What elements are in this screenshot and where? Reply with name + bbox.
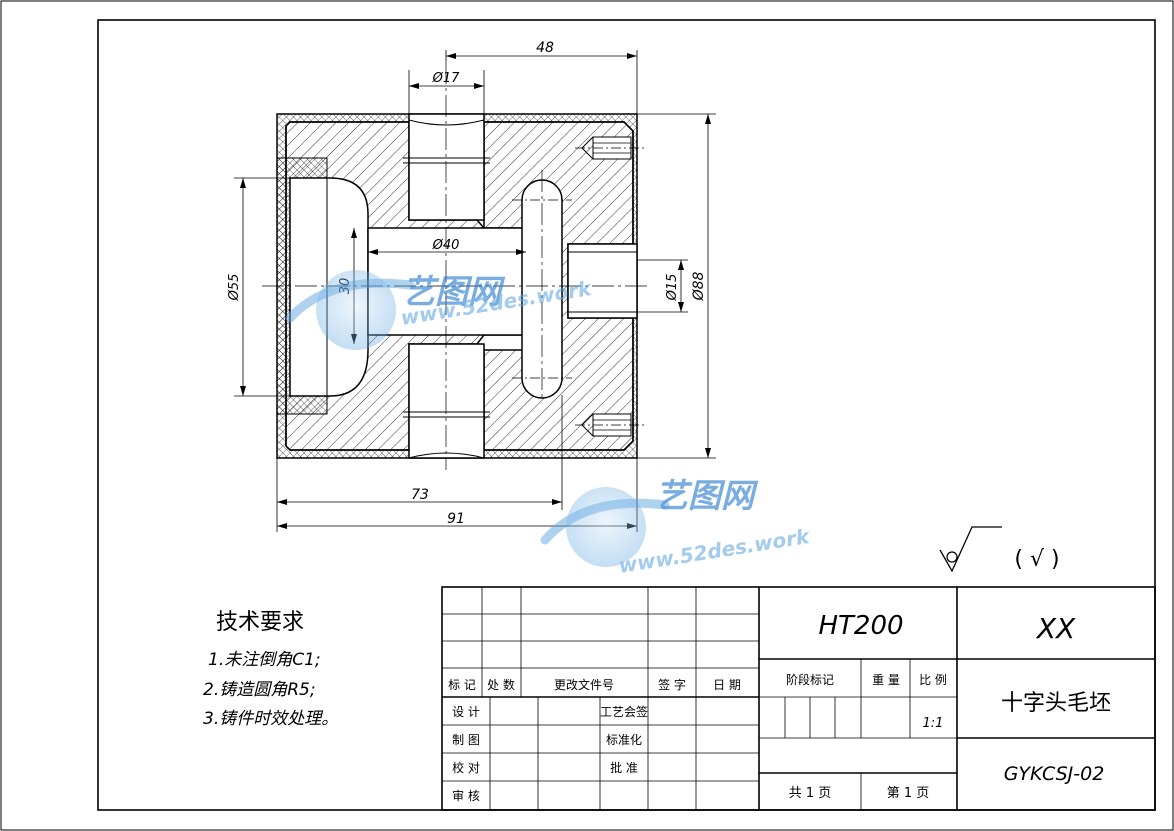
material: HT200 [818,611,903,641]
title-block: 标 记 处 数 更改文件号 签 字 日 期 设 计 工艺会签 制 图 标准化 校… [441,586,1156,811]
watermark-2: 艺图网 www.52des.work [540,476,812,578]
dim-d55: Ø55 [227,274,242,302]
svg-text:重 量: 重 量 [872,673,900,687]
tech-requirements: 技术要求 1.未注倒角C1; 2.铸造圆角R5; 3.铸件时效处理。 [203,610,338,729]
svg-text:审 核: 审 核 [452,788,480,803]
company: XX [1035,612,1076,645]
svg-text:标 记: 标 记 [448,678,476,692]
watermark-url: www.52des.work [617,524,812,578]
svg-text:更改文件号: 更改文件号 [554,677,614,692]
dim-d15: Ø15 [665,274,680,302]
drawing-number: GYKCSJ-02 [1004,763,1105,785]
dim-48: 48 [536,40,554,56]
scale-value: 1:1 [923,716,944,731]
watermark-logo-text: 艺图网 [655,476,759,515]
svg-text:制 图: 制 图 [452,733,480,747]
dim-d88: Ø88 [691,271,707,301]
svg-text:标准化: 标准化 [606,733,642,747]
part-section-view [262,62,650,470]
svg-text:批 准: 批 准 [610,760,638,775]
roughness-note: ( √ ) [1014,547,1059,572]
dim-d17: Ø17 [432,71,461,86]
svg-text:阶段标记: 阶段标记 [786,672,834,687]
tech-req-item: 3.铸件时效处理。 [203,709,338,729]
svg-text:签 字: 签 字 [658,677,686,692]
dim-d40: Ø40 [432,238,460,253]
tech-req-item: 1.未注倒角C1; [208,650,321,670]
dimensions: 48 Ø17 Ø40 30 Ø55 Ø15 Ø88 73 91 [227,40,716,532]
svg-text:日 期: 日 期 [713,678,741,692]
tech-req-title: 技术要求 [216,610,304,635]
tech-req-item: 2.铸造圆角R5; [203,680,316,700]
dim-91: 91 [447,511,465,527]
part-name: 十字头毛坯 [1001,691,1111,716]
watermark-logo-text: 艺图网 [402,272,506,311]
dim-73: 73 [411,487,429,503]
svg-text:比 例: 比 例 [919,673,947,687]
roughness-symbol: ( √ ) [939,526,1060,573]
svg-text:共 1 页: 共 1 页 [789,786,832,801]
svg-text:处 数: 处 数 [487,677,515,692]
svg-text:工艺会签: 工艺会签 [600,704,648,719]
svg-text:第 1 页: 第 1 页 [887,786,930,801]
svg-text:设 计: 设 计 [452,705,480,719]
svg-text:校 对: 校 对 [452,760,480,775]
